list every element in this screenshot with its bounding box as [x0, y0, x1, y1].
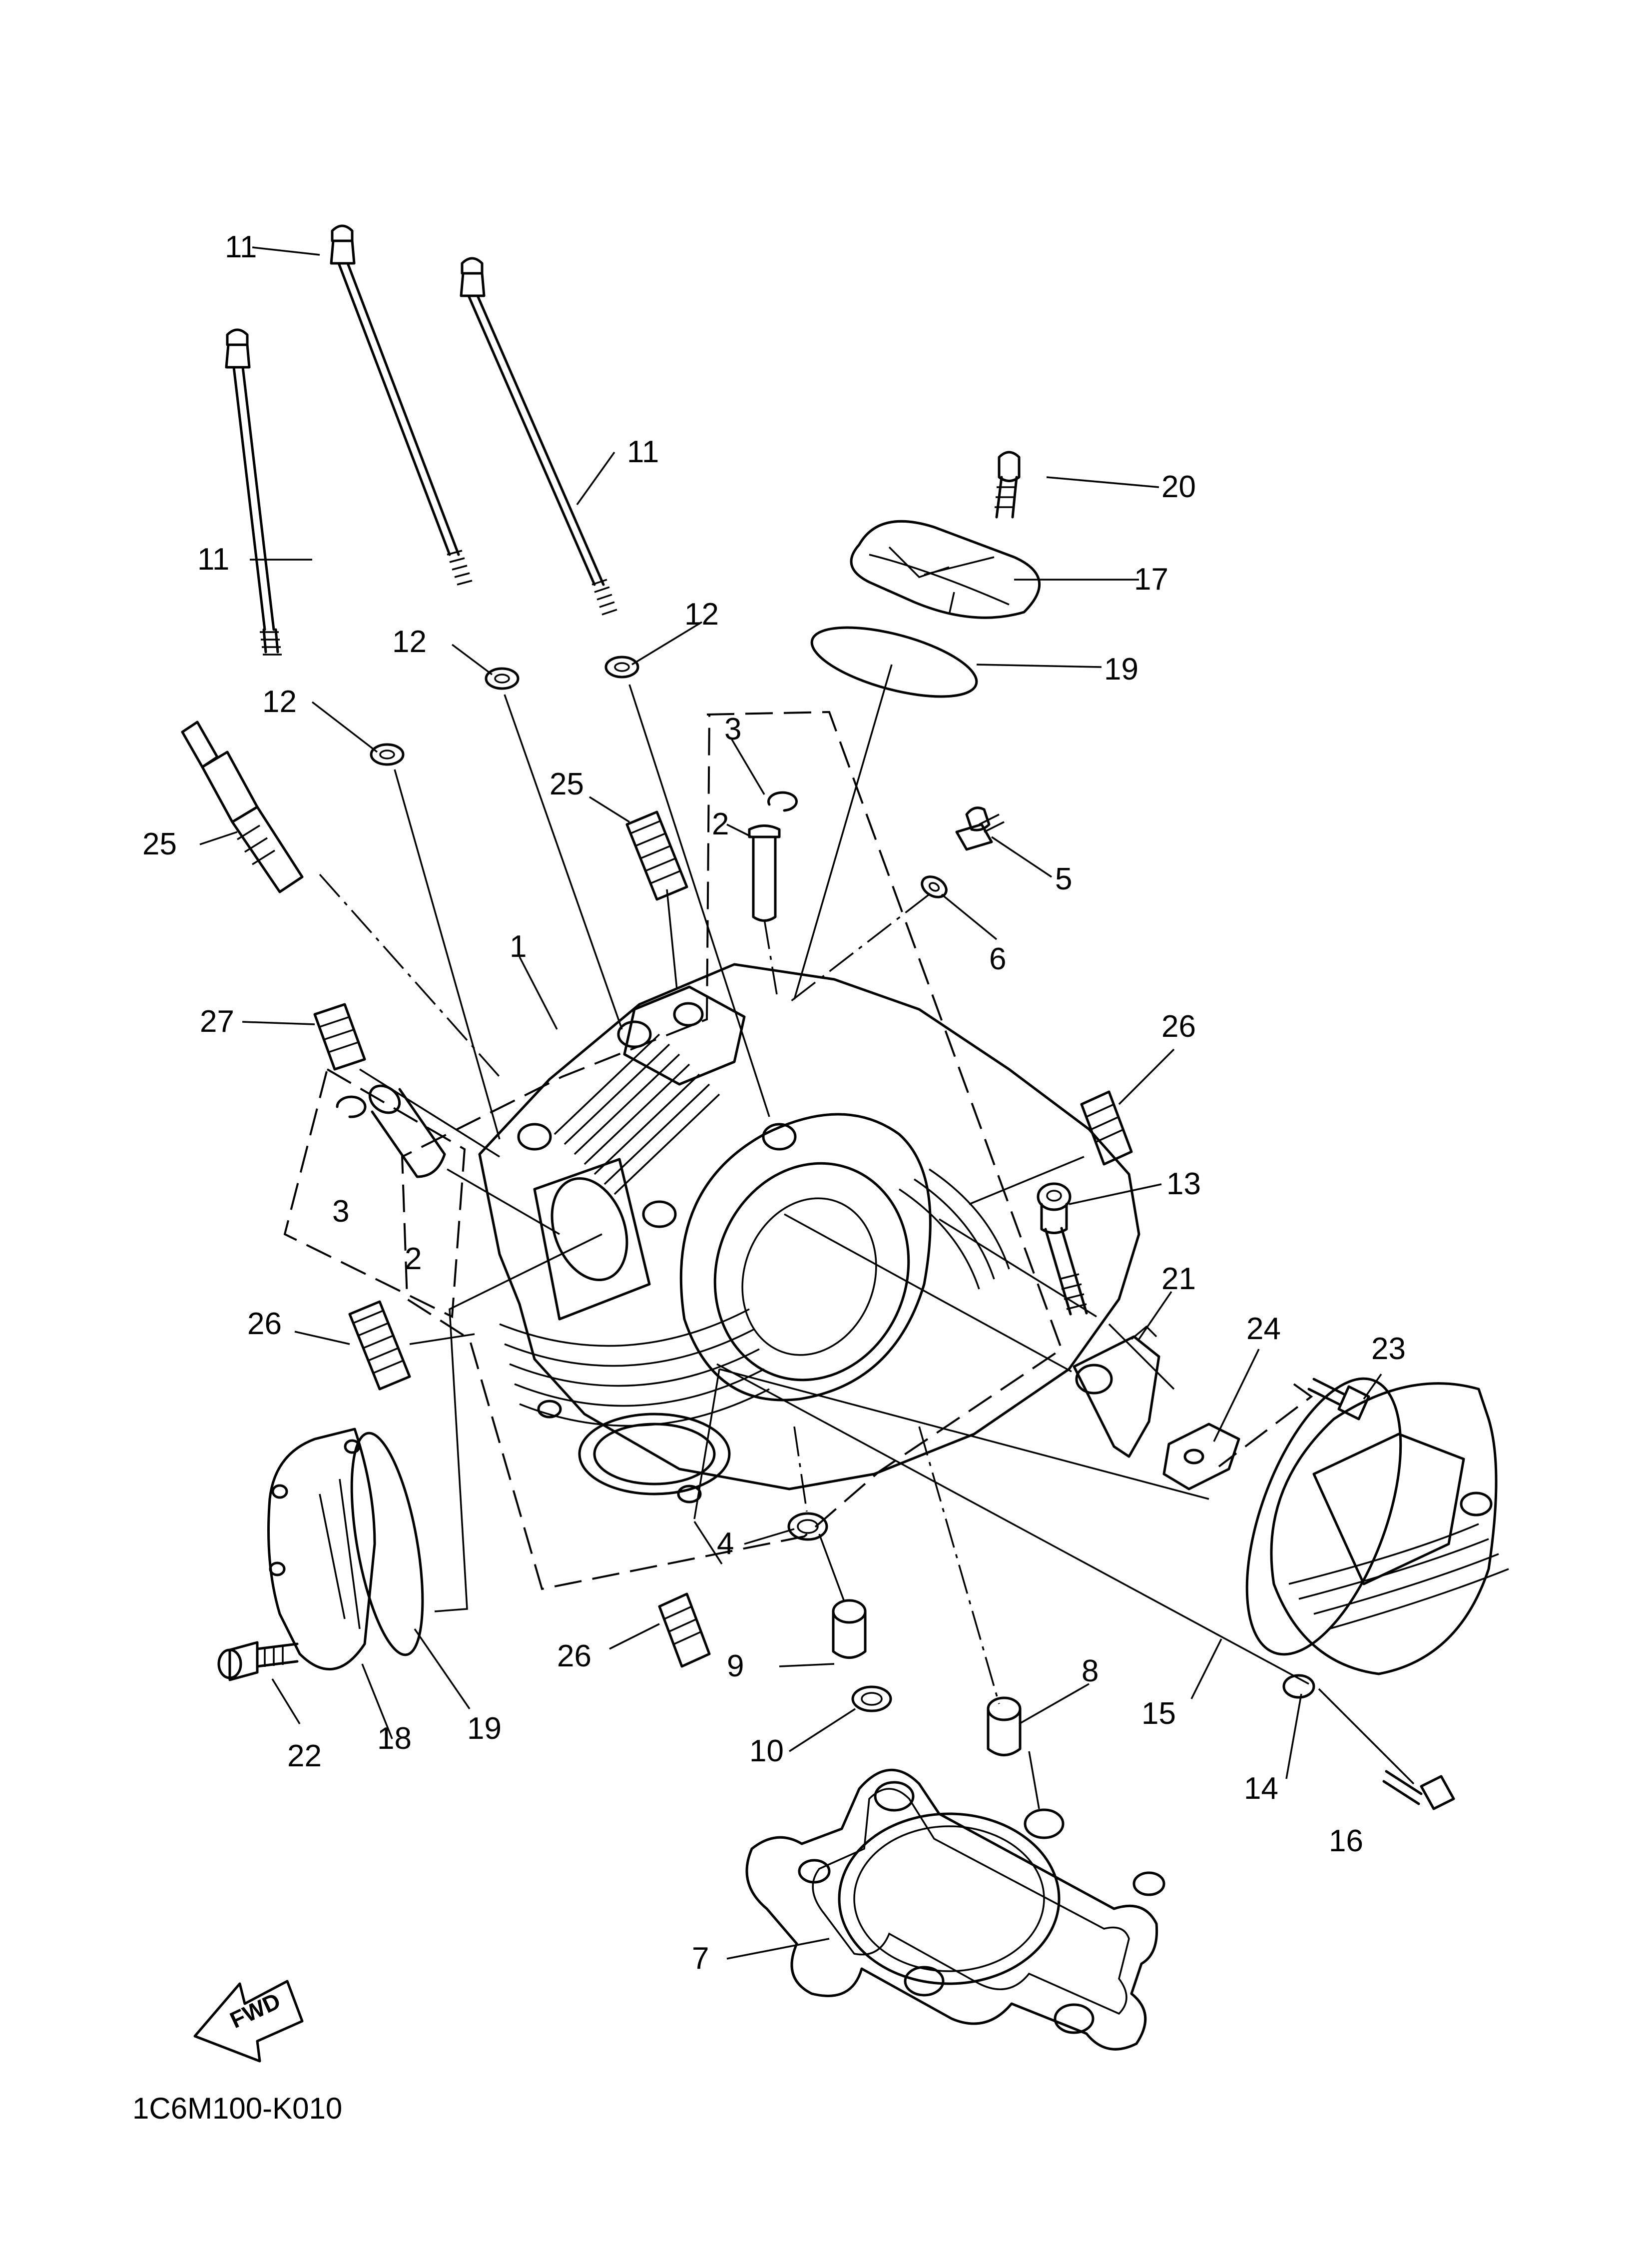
callout-25: 26	[247, 1307, 282, 1341]
callout-19: 19	[1104, 652, 1138, 687]
diagram-code: 1C6M100-K010	[132, 2092, 342, 2125]
cylinder-head-1	[478, 963, 1140, 1504]
callout-26: 26	[557, 1639, 591, 1673]
dowel-26-lower	[658, 1592, 711, 1668]
assembly-boundary-main	[401, 711, 1063, 1590]
washer-6	[921, 875, 948, 898]
bolt-22	[1307, 1378, 1370, 1421]
callout-14: 14	[1244, 1771, 1278, 1806]
callout-9: 9	[727, 1649, 744, 1683]
callout-16: 16	[1329, 1824, 1363, 1858]
bolt-5	[955, 806, 1005, 851]
dowel-pin-8	[987, 1696, 1022, 1756]
callout-20: 22	[287, 1739, 322, 1773]
valve-guide-2-lower	[368, 1084, 446, 1178]
callout-11: 11	[225, 230, 257, 264]
callout-22: 23	[1371, 1332, 1406, 1366]
callout-2: 2	[712, 807, 729, 841]
callout-19: 19	[467, 1711, 502, 1746]
valve-guide-2-upper	[748, 824, 781, 922]
bolt-13	[1037, 1182, 1088, 1316]
callout-3: 3	[332, 1194, 349, 1229]
o-ring-19-top	[810, 626, 978, 698]
o-ring-10	[851, 1685, 892, 1712]
callout-8: 8	[1082, 1654, 1099, 1688]
dowel-27	[313, 1003, 366, 1071]
washer-12-left	[370, 743, 405, 766]
dowel-pin-9	[832, 1599, 867, 1659]
callout-20: 20	[1161, 470, 1196, 504]
callout-11: 11	[627, 435, 659, 469]
circlip-3-upper	[767, 791, 798, 812]
callout-7: 7	[692, 1941, 709, 1976]
callout-5: 5	[1055, 862, 1072, 896]
cylinder-head-bolt-11-right	[460, 257, 617, 616]
callout-3: 3	[724, 712, 741, 747]
washer-12-right	[604, 656, 639, 679]
assembly-boundary-side-cover	[1218, 1383, 1313, 1468]
callout-6: 6	[989, 942, 1006, 976]
callout-10: 10	[749, 1734, 784, 1768]
bolt-16	[1382, 1770, 1455, 1810]
washer-12-middle	[485, 667, 520, 690]
cap-17	[850, 520, 1041, 619]
callout-13: 13	[1166, 1167, 1201, 1201]
spark-plug-24	[181, 721, 304, 893]
callout-18: 18	[377, 1721, 412, 1756]
dowel-25-upper	[625, 810, 688, 901]
cylinder-head-bolt-11-left	[225, 328, 282, 656]
fwd-label: FWD	[226, 1988, 284, 2033]
callout-25: 25	[550, 767, 584, 801]
dowel-25-lower	[348, 1300, 411, 1391]
callout-17: 17	[1134, 562, 1168, 597]
circlip-3-lower	[336, 1095, 367, 1118]
callout-23: 24	[1246, 1312, 1281, 1346]
callout-21: 21	[1161, 1262, 1196, 1296]
callout-4: 4	[717, 1526, 734, 1561]
callout-12: 12	[684, 597, 719, 632]
assembly-boundary-valve-guide	[283, 1067, 466, 1319]
side-cover-18	[267, 1428, 376, 1671]
callout-12: 12	[392, 625, 427, 659]
callout-24: 25	[142, 827, 177, 861]
bolt-20-top	[995, 451, 1021, 519]
callout-1: 1	[510, 929, 527, 964]
callout-11: 11	[197, 542, 229, 577]
callout-leaders	[199, 246, 1382, 1960]
oil-seal-4	[787, 1512, 828, 1541]
cylinder-head-cover-14	[1270, 1382, 1509, 1699]
o-ring-15	[1245, 1377, 1402, 1656]
cylinder-head-gasket-7	[745, 1768, 1165, 2051]
assembly-guide-lines	[319, 592, 1415, 1809]
dowel-26-right	[1080, 1090, 1133, 1166]
forward-direction-arrow: FWD	[193, 1980, 304, 2063]
callout-26: 26	[1161, 1009, 1196, 1044]
cylinder-head-bolt-11-middle	[330, 224, 473, 586]
plate-23	[1162, 1423, 1240, 1491]
callout-15: 15	[1141, 1696, 1176, 1731]
callout-labels: 11 11 11 12 12 12 20 17 19 3 2 25 25 1 5…	[142, 230, 1406, 1976]
bolt-20-left	[217, 1641, 299, 1681]
callout-12: 12	[262, 685, 297, 719]
o-ring-19-left	[350, 1432, 424, 1656]
callout-2: 2	[405, 1242, 422, 1276]
callout-27: 27	[200, 1004, 234, 1039]
